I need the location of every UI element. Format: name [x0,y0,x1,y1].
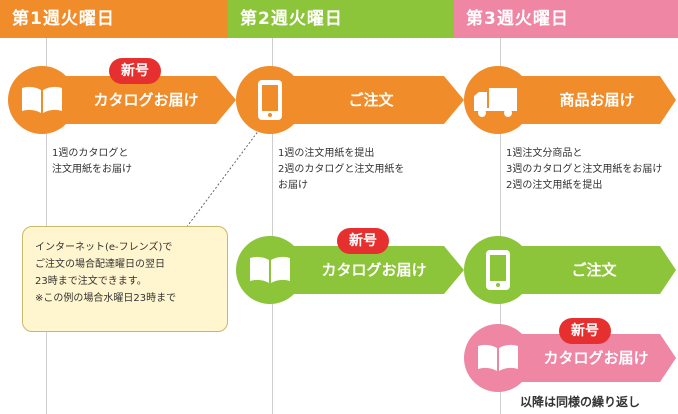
smartphone-icon [486,250,510,290]
w3-product-circle [464,66,532,134]
note-w3: 1週注文分商品と 3週のカタログと注文用紙をお届け 2週の注文用紙を提出 [506,148,663,191]
header-week3-label: 第3週火曜日 [466,9,569,29]
w2-order-circle [236,66,304,134]
w3-order-circle [464,236,532,304]
step-w3-product: 商品お届け [496,76,676,124]
new-badge-w2: 新号 [337,228,389,254]
w1-catalog-circle [8,66,76,134]
step-w3-catalog-label: カタログお届け [543,349,649,367]
step-w3-catalog: カタログお届け [496,334,676,382]
internet-order-callout: インターネット(e-フレンズ)で ご注文の場合配達曜日の翌日 23時まで注文でき… [22,226,228,332]
step-w3-order-label: ご注文 [571,261,617,279]
delivery-truck-icon [474,88,517,117]
open-book-icon [22,86,62,113]
header-week1-label: 第1週火曜日 [12,9,115,29]
w2-catalog-circle [236,236,304,304]
repeat-note: 以降は同様の繰り返し [520,395,641,409]
timeline-week3 [500,38,501,414]
w3-catalog-circle [464,324,532,392]
note-w1: 1週のカタログと 注文用紙をお届け [52,148,132,175]
open-book-icon [250,256,290,283]
step-w2-order: ご注文 [268,76,464,124]
step-w3-order: ご注文 [496,246,676,294]
note-w2: 1週の注文用紙を提出 2週のカタログと注文用紙を お届け [278,148,405,191]
new-badge-w3: 新号 [559,318,611,344]
open-book-icon [478,344,518,371]
step-w1-catalog: カタログお届け [40,76,236,124]
header-week1: 第1週火曜日 [0,0,228,38]
timeline-week2 [272,38,273,414]
step-w3-product-label: 商品お届け [559,91,635,109]
header-week2-label: 第2週火曜日 [240,9,343,29]
new-badge-w1: 新号 [109,58,161,84]
step-w2-order-label: ご注文 [348,91,394,109]
smartphone-icon [258,80,282,120]
step-w2-catalog-label: カタログお届け [321,261,427,279]
header-week3: 第3週火曜日 [454,0,678,38]
step-w2-catalog: カタログお届け [268,246,464,294]
step-w1-catalog-label: カタログお届け [93,91,199,109]
header-week2: 第2週火曜日 [228,0,454,38]
